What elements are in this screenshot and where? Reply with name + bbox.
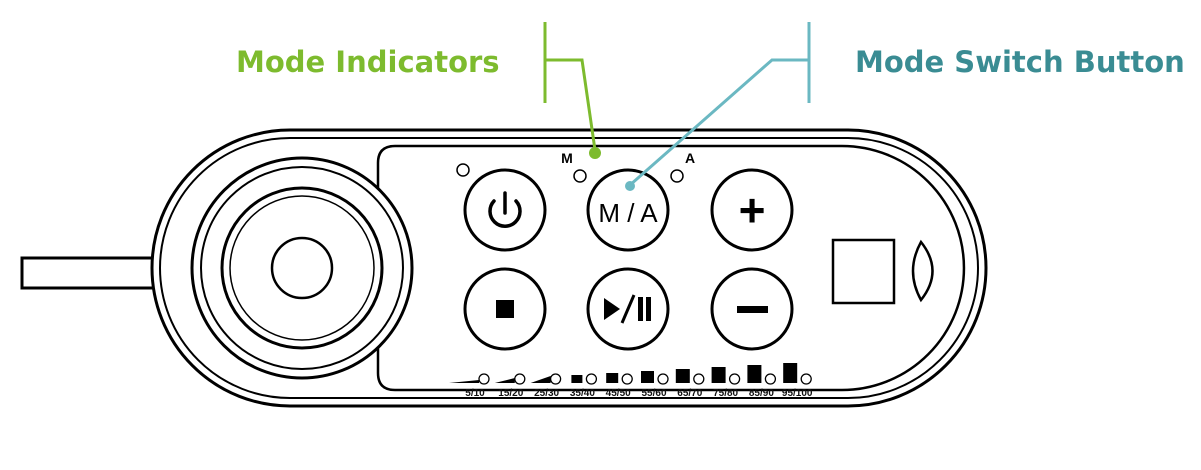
- mode-indicators-label: Mode Indicators: [236, 45, 500, 79]
- level-bar: [641, 371, 654, 383]
- level-label: 45/50: [606, 388, 631, 399]
- level-label: 55/60: [641, 388, 666, 399]
- level-bar: [675, 369, 690, 383]
- minus-icon: [737, 306, 768, 313]
- power-button[interactable]: [463, 168, 547, 252]
- level-label: 75/80: [713, 388, 738, 399]
- level-led: [585, 373, 598, 385]
- mode-switch-leader-arm: [629, 58, 809, 187]
- level-label: 15/20: [498, 388, 523, 399]
- level-label: 85/90: [749, 388, 774, 399]
- play-pause-icon: [604, 294, 651, 324]
- play-pause-button[interactable]: [586, 267, 670, 351]
- level-led: [800, 373, 812, 385]
- level-bar: [783, 363, 798, 383]
- level-bar: [530, 376, 551, 383]
- level-label: 65/70: [677, 388, 702, 399]
- level-bar: [747, 365, 762, 383]
- rotary-dial[interactable]: [190, 156, 414, 380]
- mode-switch-button-callout: Mode Switch Button: [625, 22, 1185, 191]
- auto-mode-label: A: [685, 150, 695, 166]
- level-led: [657, 373, 669, 385]
- level-led: [478, 373, 490, 385]
- level-bar: [711, 367, 726, 383]
- level-label: 25/30: [534, 388, 559, 399]
- level-bar: [571, 375, 583, 383]
- dial-center: [270, 236, 334, 300]
- power-indicator-led: [456, 163, 470, 177]
- auto-mode-led: [670, 169, 684, 183]
- level-bar: [606, 373, 619, 383]
- cable: [20, 256, 170, 290]
- level-led: [621, 373, 633, 385]
- mode-switch-label: M / A: [598, 198, 658, 228]
- level-led: [728, 373, 741, 385]
- level-led: [549, 373, 562, 385]
- level-led: [693, 373, 705, 385]
- stop-button[interactable]: [463, 267, 547, 351]
- level-label: 5/10: [465, 388, 485, 399]
- manual-mode-label: M: [561, 150, 573, 166]
- level-label: 95/100: [782, 388, 813, 399]
- level-led: [514, 373, 526, 385]
- mode-indicators-leader-arm: [545, 58, 597, 151]
- power-icon: [488, 191, 522, 228]
- mode-switch-button[interactable]: M / A: [586, 168, 670, 252]
- minus-button[interactable]: [710, 267, 794, 351]
- display-window: [831, 238, 896, 305]
- stop-icon: [496, 300, 514, 318]
- mode-switch-pointer-dot: [625, 181, 635, 191]
- mode-indicators-callout: Mode Indicators: [236, 22, 601, 159]
- level-bar: [449, 380, 479, 383]
- plus-button[interactable]: +: [710, 168, 794, 252]
- level-led: [764, 373, 777, 385]
- plus-icon: +: [739, 184, 766, 236]
- level-bar: [494, 378, 515, 383]
- level-meter: 5/10 15/20 25/30 35/40 45/50 55/60 65/70 75/80 8…: [449, 363, 813, 399]
- remote-body-inner-edge: [159, 137, 979, 399]
- side-notch: [911, 239, 934, 303]
- manual-mode-led: [573, 169, 587, 183]
- mode-indicators-pointer-dot: [589, 147, 601, 159]
- level-label: 35/40: [570, 388, 595, 399]
- mode-switch-button-label: Mode Switch Button: [855, 45, 1185, 79]
